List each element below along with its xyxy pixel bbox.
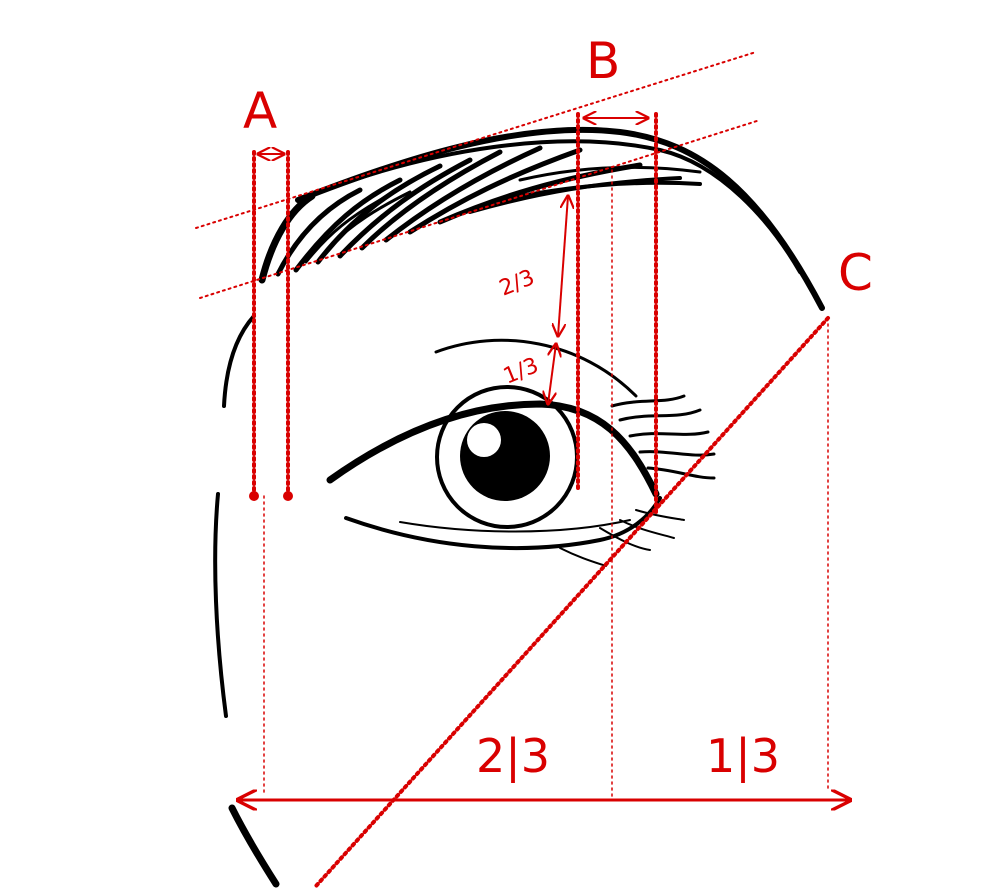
eye-highlight [467,423,501,457]
label-brow-gap-lower: 1/3 [500,353,542,389]
label-b: B [586,32,620,90]
temple-curve [222,314,256,408]
label-a: A [243,82,277,140]
arrow-brow-upper [558,196,568,336]
jaw-curve [228,804,280,888]
label-brow-gap-upper: 2/3 [496,265,538,301]
label-width-right: 1|3 [706,729,780,784]
marker-dot-a-right [283,491,293,501]
face-outline [213,314,280,888]
guide-brow-bottom [199,119,761,299]
measurement-arrows [238,118,850,800]
pupil [460,411,550,501]
lower-lid-inner [399,519,631,533]
upper-lid-line [326,400,660,498]
eyebrow [258,126,825,311]
cheek-line [213,492,228,718]
upper-lid-crease [434,338,638,398]
guide-brow-top [195,51,757,229]
arrow-brow-lower [548,344,556,404]
label-width-left: 2|3 [476,729,550,784]
marker-dot-a-left [249,491,259,501]
eye [326,338,716,567]
lower-lid-line [344,496,662,551]
label-c: C [838,244,873,302]
